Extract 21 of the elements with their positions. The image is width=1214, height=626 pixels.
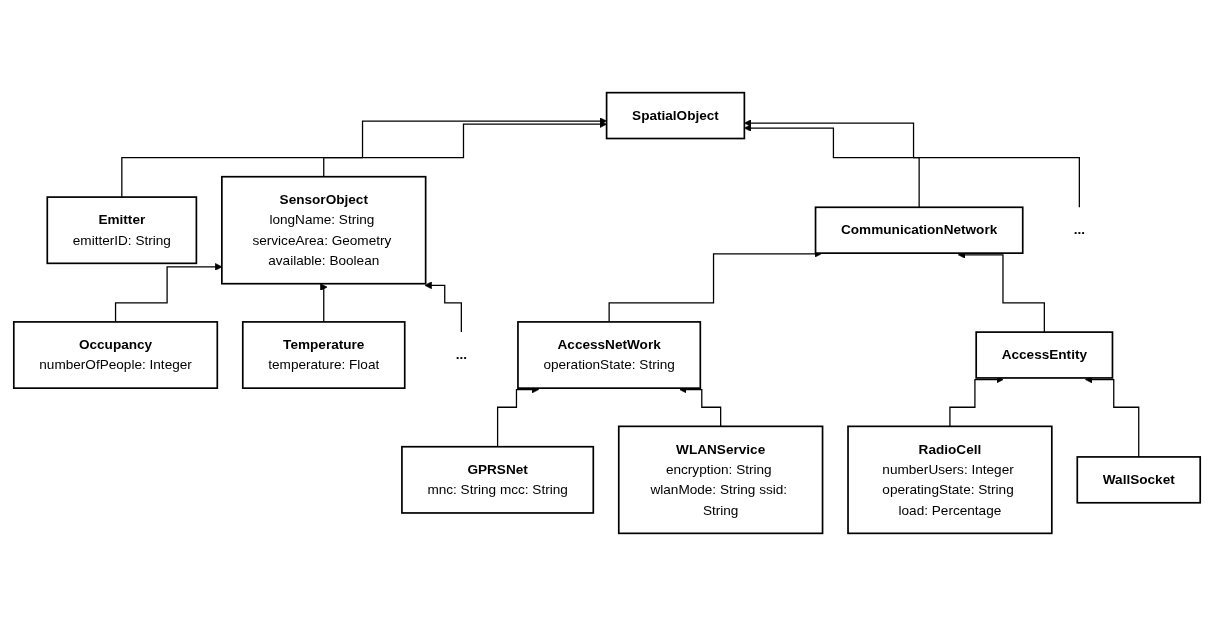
node-box: GPRSNet mnc: String mcc: String [401, 445, 595, 514]
arrow [744, 119, 1080, 208]
node-box: Occupancy numberOfPeople: Integer [12, 321, 219, 389]
arrow [320, 283, 328, 323]
node-box: WLANService encryption: String wlanMode: String ssid: String [617, 425, 824, 535]
node-text: ... [455, 347, 468, 362]
node-box: SpatialObject [605, 91, 746, 140]
node-box: AccessEntity [975, 331, 1114, 379]
node-box: Temperature temperature: Float [241, 321, 406, 389]
node-box: Emitter emitterID: String [46, 196, 198, 265]
arrow [121, 117, 607, 198]
node-box: CommunicationNetwork [814, 206, 1024, 254]
arrow [424, 281, 462, 333]
arrow [323, 120, 607, 178]
node-box: AccessNetWork operationState: String [517, 321, 702, 389]
node-text: ... [1073, 222, 1086, 237]
arrow [608, 250, 822, 323]
node-box: SensorObject longName: String serviceArea: Geometry available: Boolean [221, 175, 427, 285]
node-box: WallSocket [1076, 456, 1202, 504]
arrow [744, 124, 920, 208]
node-box: RadioCell numberUsers: Integer operatingState: String load: Percentage [847, 425, 1053, 535]
